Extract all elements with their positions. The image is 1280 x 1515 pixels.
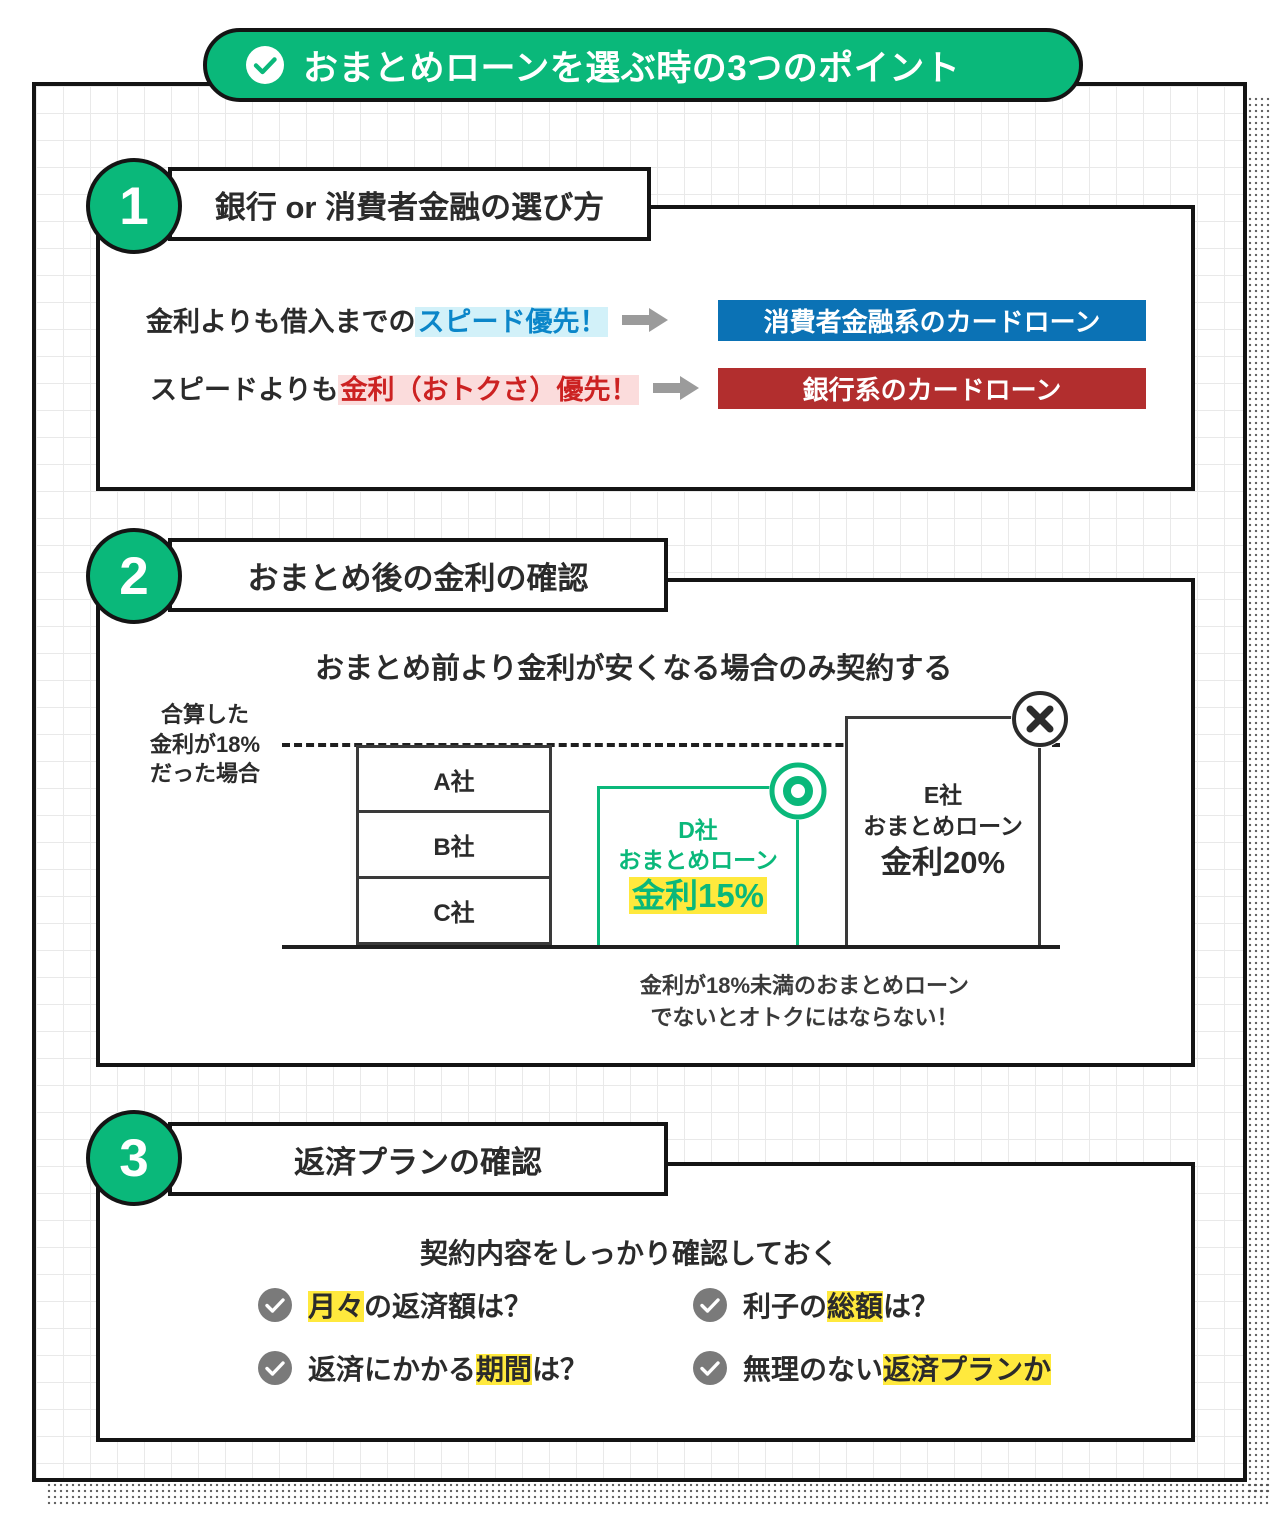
axis-note-line-3: だった場合 xyxy=(149,761,260,787)
checklist-1-highlight: 月々 xyxy=(308,1291,365,1322)
frame-shadow-bottom xyxy=(46,1482,1271,1506)
bar-d-rate-value: 金利15% xyxy=(628,877,768,915)
checklist-item-plan-label: 無理のない返済プランか xyxy=(743,1348,1052,1388)
arrow-right-icon xyxy=(653,375,700,400)
chart-annotation: 金利が18%未満のおまとめローン でないとオトクにはならない！ xyxy=(640,970,969,1034)
section-3-number: 3 xyxy=(119,1128,149,1188)
checklist-item-total-interest: 利子の総額は？ xyxy=(693,1285,939,1325)
row-1-text-before: 金利よりも借入までの xyxy=(146,307,416,337)
axis-note-line-2: 金利が18% xyxy=(149,731,261,757)
section-1-number: 1 xyxy=(119,176,149,236)
checklist-item-monthly: 月々の返済額は？ xyxy=(258,1285,532,1325)
checklist-4-prefix: 無理のない xyxy=(743,1354,884,1385)
section-1-row-2: スピードよりも金利（おトクさ）優先！ xyxy=(150,368,713,407)
bar-segment-c: C社 xyxy=(356,876,552,945)
section-1-header: 銀行 or 消費者金融の選び方 xyxy=(168,167,651,241)
chart-marker-good xyxy=(769,762,827,820)
section-3-badge: 3 xyxy=(86,1110,182,1206)
checklist-item-monthly-label: 月々の返済額は？ xyxy=(308,1285,532,1325)
chart-annotation-line-1: 金利が18%未満のおまとめローン xyxy=(640,973,969,998)
chart-marker-bad xyxy=(1011,690,1069,748)
bar-segment-c-label: C社 xyxy=(433,900,475,927)
checklist-2-suffix: は？ xyxy=(883,1291,940,1322)
row-2-highlight: 金利（おトクさ）優先！ xyxy=(338,375,640,405)
chart-title: おまとめ前より金利が安くなる場合のみ契約する xyxy=(315,653,953,685)
chart-annotation-line-2: でないとオトクにはならない！ xyxy=(650,1004,959,1030)
row-2-text-before: スピードよりも xyxy=(150,375,339,405)
checklist-item-plan: 無理のない返済プランか xyxy=(693,1348,1052,1388)
bar-segment-a-label: A社 xyxy=(433,768,475,796)
section-1-badge: 1 xyxy=(86,158,182,254)
bar-d-product: おまとめローン xyxy=(618,846,778,873)
chart-axis-note: 合算した 金利が18% だった場合 xyxy=(140,700,270,789)
check-circle-icon xyxy=(693,1351,727,1385)
checklist-2-highlight: 総額 xyxy=(827,1291,884,1322)
chart-bar-stacked-abc: A社 B社 C社 xyxy=(356,745,552,945)
row-1-highlight: スピード優先！ xyxy=(415,307,609,337)
arrow-right-icon xyxy=(622,307,669,332)
checklist-3-suffix: は？ xyxy=(532,1354,589,1385)
frame-shadow-right xyxy=(1247,96,1271,1496)
row-2-label: スピードよりも金利（おトクさ）優先！ xyxy=(150,368,640,407)
section-2-header: おまとめ後の金利の確認 xyxy=(168,538,668,612)
circle-o-icon xyxy=(769,762,827,820)
checklist-item-total-interest-label: 利子の総額は？ xyxy=(743,1285,939,1325)
check-circle-icon xyxy=(258,1351,292,1385)
bar-d-company: D社 xyxy=(678,816,718,843)
bar-segment-b-label: B社 xyxy=(433,834,475,861)
chart-bar-d: D社 おまとめローン 金利15% xyxy=(597,786,799,945)
row-1-label: 金利よりも借入までのスピード優先！ xyxy=(146,300,609,339)
chart-bar-e: E社 おまとめローン 金利20% xyxy=(845,716,1041,945)
section-3-header: 返済プランの確認 xyxy=(168,1122,668,1196)
check-circle-icon xyxy=(246,46,284,84)
section-1-result-2: 銀行系のカードローン xyxy=(718,368,1146,409)
check-circle-icon xyxy=(258,1288,292,1322)
section-1-row-1: 金利よりも借入までのスピード優先！ xyxy=(146,300,682,339)
section-3-lead: 契約内容をしっかり確認しておく xyxy=(420,1238,839,1269)
checklist-4-highlight: 返済プランか xyxy=(883,1354,1052,1385)
section-2-badge: 2 xyxy=(86,528,182,624)
bar-e-rate: 金利20% xyxy=(880,845,1006,881)
check-circle-icon xyxy=(693,1288,727,1322)
checklist-item-duration: 返済にかかる期間は？ xyxy=(258,1348,588,1388)
section-1-title: 銀行 or 消費者金融の選び方 xyxy=(214,189,605,225)
bar-e-company: E社 xyxy=(923,782,963,809)
section-1-result-1: 消費者金融系のカードローン xyxy=(718,300,1146,341)
axis-note-line-1: 合算した xyxy=(160,702,249,727)
checklist-3-highlight: 期間 xyxy=(476,1354,533,1385)
bar-e-product: おまとめローン xyxy=(863,813,1023,840)
chart-reference-line-18 xyxy=(282,743,1060,747)
section-2-number: 2 xyxy=(119,546,149,606)
bar-d-rate: 金利15% xyxy=(628,875,768,918)
circle-x-icon xyxy=(1012,691,1068,747)
page-title: おまとめローンを選ぶ時の3つのポイント xyxy=(303,48,961,88)
section-1-body xyxy=(96,205,1195,491)
result-2-text: 銀行系のカードローン xyxy=(802,375,1062,405)
checklist-item-duration-label: 返済にかかる期間は？ xyxy=(308,1348,588,1388)
section-2-title: おまとめ後の金利の確認 xyxy=(247,560,589,596)
result-1-text: 消費者金融系のカードローン xyxy=(763,307,1101,337)
chart-baseline xyxy=(282,945,1060,949)
checklist-1-suffix: の返済額は？ xyxy=(364,1291,533,1322)
section-3-title: 返済プランの確認 xyxy=(294,1144,542,1180)
checklist-2-prefix: 利子の xyxy=(743,1291,828,1322)
bar-segment-a: A社 xyxy=(356,745,552,813)
bar-segment-b: B社 xyxy=(356,810,552,879)
page-title-banner: おまとめローンを選ぶ時の3つのポイント xyxy=(203,28,1083,102)
checklist-3-prefix: 返済にかかる xyxy=(308,1354,477,1385)
